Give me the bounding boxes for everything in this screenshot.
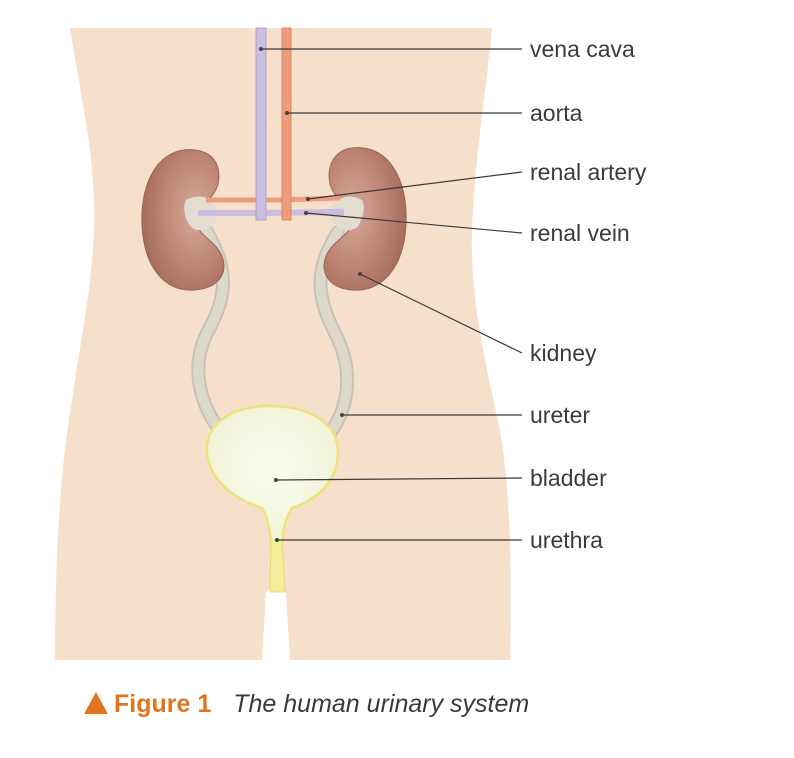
label-urethra: urethra xyxy=(530,527,603,553)
label-ureter: ureter xyxy=(530,402,590,428)
label-renal-artery: renal artery xyxy=(530,159,647,185)
dot-bladder xyxy=(274,478,278,482)
dot-renal-artery xyxy=(306,197,310,201)
leg-gap xyxy=(262,590,290,660)
aorta xyxy=(281,27,292,221)
leader-bladder xyxy=(275,477,523,481)
dot-kidney xyxy=(358,272,362,276)
renal-vein-right xyxy=(261,209,345,216)
left-kidney xyxy=(141,149,225,291)
triangle-icon xyxy=(84,692,108,714)
leader-renal-artery xyxy=(307,171,523,200)
figure-caption: Figure 1 The human urinary system xyxy=(84,684,529,724)
right-ureter-fill xyxy=(315,227,353,445)
dot-ureter xyxy=(340,413,344,417)
leader-kidney xyxy=(359,273,523,354)
leader-renal-vein xyxy=(305,212,523,234)
dot-renal-vein xyxy=(304,211,308,215)
dot-urethra xyxy=(275,538,279,542)
right-renal-pelvis xyxy=(328,196,364,231)
figure-number: Figure 1 xyxy=(114,689,212,718)
label-renal-vein: renal vein xyxy=(530,220,630,246)
label-bladder: bladder xyxy=(530,465,607,491)
dot-aorta xyxy=(285,111,289,115)
vena-cava xyxy=(255,27,267,221)
dot-vena-cava xyxy=(259,47,263,51)
urethra xyxy=(269,539,286,593)
figure-title: The human urinary system xyxy=(233,689,530,718)
label-vena-cava: vena cava xyxy=(530,36,635,62)
label-kidney: kidney xyxy=(530,340,597,366)
label-aorta: aorta xyxy=(530,100,583,126)
